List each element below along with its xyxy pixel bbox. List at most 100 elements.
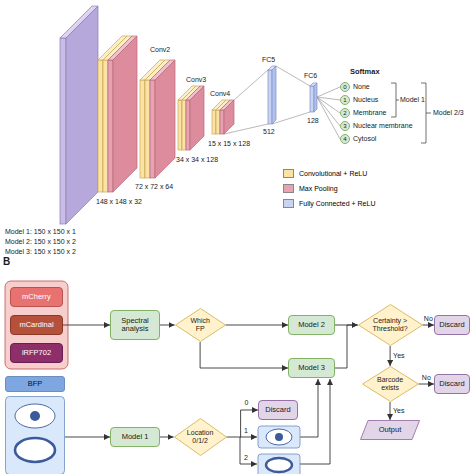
flow-arrow (63, 325, 110, 326)
legend-row: Convolutional + ReLU (283, 166, 375, 181)
node-text: Model 3 (298, 364, 325, 372)
flow-arrow (419, 384, 434, 385)
input-layer (60, 6, 98, 224)
conv-block-4 (212, 100, 234, 134)
legend-swatch (283, 184, 294, 193)
flow-arrow (200, 342, 288, 368)
flow-arrow (390, 346, 391, 366)
label: FC6 (304, 72, 317, 79)
fc-layers (268, 66, 317, 124)
node-text: mCherry (22, 293, 51, 301)
legend-swatch (283, 169, 294, 178)
class-index: 1 (340, 95, 350, 105)
label: Model 1 (400, 96, 425, 103)
label: 34 x 34 x 128 (176, 156, 218, 163)
cell-images (5, 396, 65, 474)
model-box: Model 3 (288, 358, 335, 378)
legend-text: Convolutional + ReLU (299, 170, 367, 177)
decision-diamond: Barcode exists (362, 366, 419, 402)
flow-arrow (390, 402, 391, 420)
label: 148 x 148 x 32 (96, 198, 142, 205)
node-text: Discard (439, 380, 464, 388)
edge-label: 0 (245, 399, 249, 406)
class-name: Membrane (353, 109, 386, 117)
node-text: Barcode exists (374, 376, 407, 391)
model-box: Model 1 (110, 427, 160, 447)
legend-row: Fully Connected + ReLU (283, 196, 375, 211)
class-index: 2 (340, 108, 350, 118)
class-name: Cytosol (353, 135, 376, 143)
softmax-output: 4Cytosol (340, 134, 376, 144)
flow-arrow (227, 410, 258, 437)
fluorophore-box: iRFP702 (10, 343, 63, 363)
class-name: None (353, 83, 370, 91)
model-box: Model 2 (288, 315, 335, 335)
label: 15 x 15 x 128 (208, 140, 250, 147)
legend-swatch (283, 199, 294, 208)
node-text: Location 0/1/2 (185, 429, 215, 444)
class-index: 4 (340, 134, 350, 144)
channel-header: BFP (5, 376, 65, 392)
location-branches (240, 379, 330, 464)
decision-diamond: Which FP (175, 308, 226, 342)
node-text: BFP (28, 380, 43, 388)
discard-box: Discard (434, 315, 470, 335)
legend-row: Max Pooling (283, 181, 375, 196)
label: 512 (263, 128, 275, 135)
node-text: Model 2 (298, 321, 325, 329)
output-shape: Output (360, 420, 420, 440)
label: Model 3: 150 x 150 x 2 (5, 248, 76, 255)
node-text: Model 1 (122, 433, 149, 441)
flow-arrow (160, 325, 175, 326)
decision-diamond: Location 0/1/2 (174, 418, 227, 456)
label: Conv2 (150, 46, 170, 53)
edge-label: No (422, 374, 431, 381)
softmax-output: 1Nucleus (340, 95, 378, 105)
label: 1 (244, 427, 248, 434)
class-index: 0 (340, 82, 350, 92)
model-brackets (391, 83, 431, 143)
label: 2 (244, 454, 248, 461)
edge-label: No (424, 315, 433, 322)
flow-arrow (335, 325, 358, 368)
conv-block-1 (98, 36, 137, 192)
cell-image (258, 426, 300, 448)
cell-image (258, 454, 300, 474)
class-index: 3 (340, 121, 350, 131)
discard-box: Discard (258, 400, 298, 420)
label: FC5 (262, 56, 275, 63)
flow-arrow (423, 325, 434, 326)
softmax-output: 2Membrane (340, 108, 386, 118)
class-name: Nuclear membrane (353, 122, 413, 130)
node-text: Discard (265, 406, 290, 414)
softmax-output: 3Nuclear membrane (340, 121, 413, 131)
node-text: Spectral analysis (113, 317, 157, 334)
edge-label: Yes (393, 407, 404, 414)
softmax-output: 0None (340, 82, 370, 92)
edge-label: Yes (393, 352, 404, 359)
node-text: Which FP (186, 317, 215, 332)
flow-arrow (65, 437, 110, 438)
legend-text: Max Pooling (299, 185, 338, 192)
label: Model 2/3 (433, 109, 464, 116)
fluorophore-box: mCardinal (10, 315, 63, 335)
label: Conv3 (186, 76, 206, 83)
legend-text: Fully Connected + ReLU (299, 200, 375, 207)
discard-box: Discard (434, 374, 470, 394)
node-text: Discard (439, 321, 464, 329)
flow-arrow (160, 437, 174, 438)
fluorophore-box: mCherry (10, 287, 63, 307)
fluorophore-group (5, 281, 68, 369)
label: 128 (307, 117, 319, 124)
decision-diamond: Certainty > Threshold? (358, 304, 423, 346)
label: Model 2: 150 x 150 x 2 (5, 238, 76, 245)
legend: Convolutional + ReLU Max PoolingFully Con… (283, 166, 375, 211)
node-text: Output (379, 426, 402, 434)
process-box: Spectral analysis (110, 310, 160, 340)
label: B (3, 257, 10, 267)
conv-block-3 (178, 86, 204, 150)
flow-arrow (226, 325, 288, 326)
